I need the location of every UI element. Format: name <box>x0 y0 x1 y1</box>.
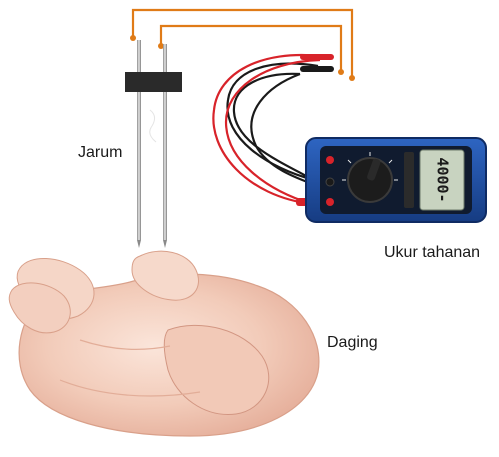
needle-right-tip <box>163 240 167 248</box>
probe-leads <box>212 54 321 206</box>
needle-left-tip <box>137 240 141 248</box>
meter-jack-2 <box>325 177 335 187</box>
chicken-wing <box>163 324 270 415</box>
needle-right <box>163 44 167 240</box>
chicken-leg-right <box>131 250 199 301</box>
needle-label: Jarum <box>78 144 123 161</box>
black-lead-loop <box>250 72 319 188</box>
meter-lcd <box>419 149 465 211</box>
connection-wires <box>131 8 354 78</box>
red-probe-tip-top <box>300 54 334 60</box>
measure-resistance-label: Ukur tahanan <box>384 244 481 261</box>
wire-junction-2 <box>158 43 164 49</box>
raw-chicken-icon <box>8 250 320 437</box>
meat-label: Daging <box>327 334 378 351</box>
meter-jack-3 <box>326 198 334 206</box>
chicken-leg-left-2 <box>8 282 71 334</box>
meter-display-value: 4000- <box>434 157 452 202</box>
orange-wire-inner <box>159 24 343 72</box>
meter-dial-pointer <box>367 158 381 181</box>
needle-holder-block <box>125 72 182 92</box>
needle-probe-icon <box>125 40 182 248</box>
orange-wire-outer <box>131 8 354 78</box>
multimeter-icon: 4000- <box>305 137 487 223</box>
needle-reflection <box>149 109 157 143</box>
chicken-crease-1 <box>79 339 171 350</box>
meter-button-strip <box>404 152 414 208</box>
meter-dial-marks <box>342 152 398 181</box>
chicken-crease-2 <box>59 379 201 397</box>
wire-junction-3 <box>349 75 355 81</box>
wire-junction-1 <box>130 35 136 41</box>
wire-junction-4 <box>338 69 344 75</box>
needle-left <box>137 40 141 240</box>
black-probe-tip-top <box>300 66 334 72</box>
meter-jack-1 <box>326 156 334 164</box>
